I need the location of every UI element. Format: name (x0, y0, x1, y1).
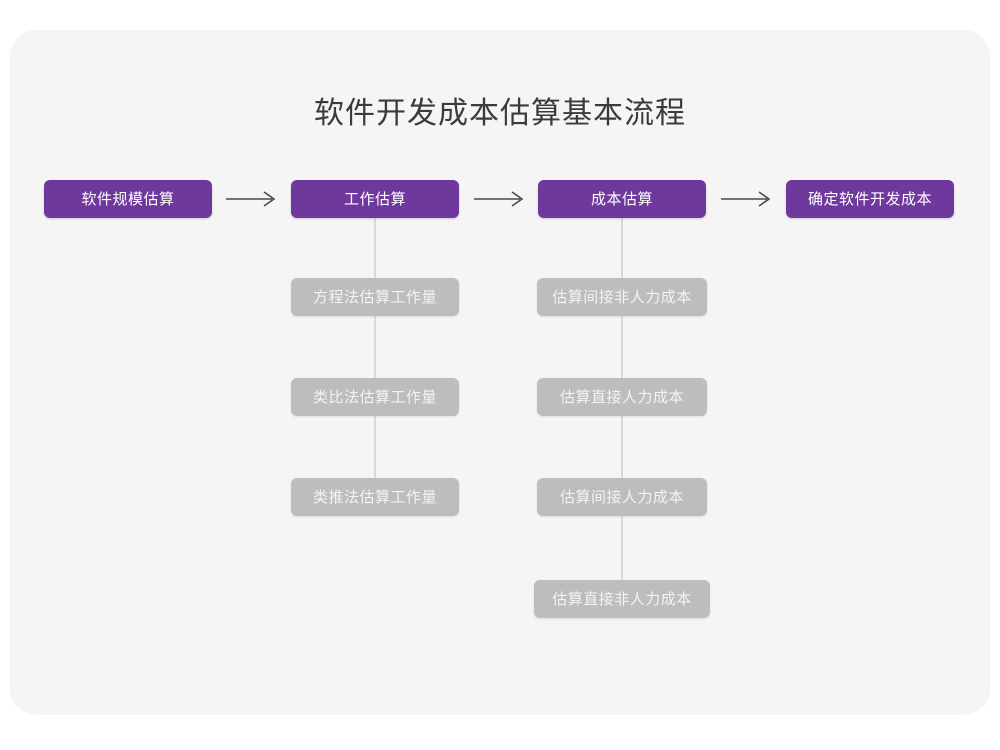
node-step-2[interactable]: 工作估算 (291, 180, 459, 218)
flow-arrow-2 (472, 186, 528, 212)
connector-line-work-branch (374, 208, 376, 498)
node-cost-item-4[interactable]: 估算直接非人力成本 (534, 580, 710, 618)
node-cost-item-2[interactable]: 估算直接人力成本 (537, 378, 707, 416)
node-cost-item-1[interactable]: 估算间接非人力成本 (537, 278, 707, 316)
diagram-card-background (10, 30, 990, 715)
node-cost-item-3[interactable]: 估算间接人力成本 (537, 478, 707, 516)
flow-arrow-3 (719, 186, 775, 212)
page-title: 软件开发成本估算基本流程 (314, 97, 686, 130)
node-work-method-1[interactable]: 方程法估算工作量 (291, 278, 459, 316)
flow-arrow-1 (224, 186, 280, 212)
node-step-4[interactable]: 确定软件开发成本 (786, 180, 954, 218)
node-work-method-3[interactable]: 类推法估算工作量 (291, 478, 459, 516)
node-step-3[interactable]: 成本估算 (538, 180, 706, 218)
node-work-method-2[interactable]: 类比法估算工作量 (291, 378, 459, 416)
node-step-1[interactable]: 软件规模估算 (44, 180, 212, 218)
